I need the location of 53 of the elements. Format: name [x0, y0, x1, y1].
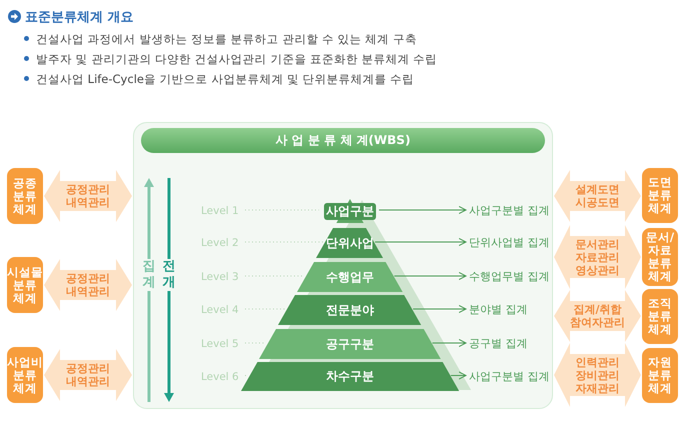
arrow — [378, 206, 466, 214]
edge-label: 공정관리 내역관리 — [65, 362, 111, 388]
edge-label: 인력관리 장비관리 자재관리 — [574, 356, 620, 394]
header-bar: 사 업 분 류 체 계(WBS) — [141, 128, 545, 153]
level-label: Level 1 — [201, 204, 245, 218]
bullet-text: 건설사업 Life-Cycle을 기반으로 사업분류체계 및 단위분류체계를 수립 — [24, 72, 414, 86]
double-arrow — [554, 343, 641, 407]
total-label: 공구별 집계 — [469, 337, 553, 351]
category-box: 시설물 분류 체계 — [7, 257, 43, 313]
total-label: 분야별 집계 — [469, 303, 553, 317]
category-box: 도면 분류 체계 — [642, 168, 678, 223]
edge-label: 집계/취합 참여자관리 — [569, 303, 626, 329]
level-label: Level 4 — [201, 303, 245, 317]
edge-label: 공정관리 내역관리 — [65, 272, 111, 298]
arrow — [374, 238, 466, 246]
category-box: 공종 분류 체계 — [7, 168, 43, 224]
total-label: 단위사업별 집계 — [469, 236, 553, 250]
level-label: Level 3 — [201, 270, 245, 284]
vertical-label: 집계 — [141, 259, 157, 291]
panel — [133, 122, 553, 409]
level-label: Level 5 — [201, 337, 245, 351]
vertical-label: 전개 — [161, 259, 177, 291]
pyramid-tier: 단위사업 — [316, 228, 384, 258]
level-label: Level 2 — [201, 236, 245, 250]
total-label: 사업구분별 집계 — [469, 204, 553, 218]
total-label: 수행업무별 집계 — [469, 270, 553, 284]
arrow — [412, 305, 466, 313]
pyramid-tier: 차수구분 — [240, 362, 460, 391]
bullet-text: 발주자 및 관리기관의 다양한 건설사업관리 기준을 표준화한 분류체계 수립 — [24, 52, 438, 66]
pyramid-tier: 수행업무 — [297, 262, 403, 292]
dotted-leader-line — [244, 342, 266, 344]
category-box: 자원 분류 체계 — [642, 348, 678, 403]
double-arrow — [554, 290, 641, 342]
double-arrow — [44, 170, 132, 222]
dotted-leader-line — [244, 308, 286, 310]
edge-label: 공정관리 내역관리 — [65, 183, 111, 209]
double-arrow — [44, 349, 132, 401]
arrow — [394, 272, 466, 280]
title: 표준분류체계 개요 — [25, 9, 134, 26]
pyramid-tier: 공구구분 — [259, 329, 441, 359]
pyramid-tier: 전문분야 — [278, 295, 422, 325]
double-arrow — [554, 170, 641, 222]
bullet-text: 건설사업 과정에서 발생하는 정보를 분류하고 관리할 수 있는 체계 구축 — [24, 32, 417, 46]
edge-label: 설계도면 시공도면 — [574, 183, 620, 209]
category-box: 문서/ 자료 분류 체계 — [642, 228, 678, 286]
edge-label: 문서관리 자료관리 영상관리 — [574, 238, 620, 276]
total-label: 사업구분별 집계 — [469, 370, 553, 384]
category-box: 조직 분류 체계 — [642, 289, 678, 344]
double-arrow — [44, 259, 132, 311]
double-arrow — [554, 225, 641, 289]
category-box: 사업비 분류 체계 — [7, 347, 43, 403]
arrow — [450, 372, 466, 380]
arrow — [432, 339, 466, 347]
